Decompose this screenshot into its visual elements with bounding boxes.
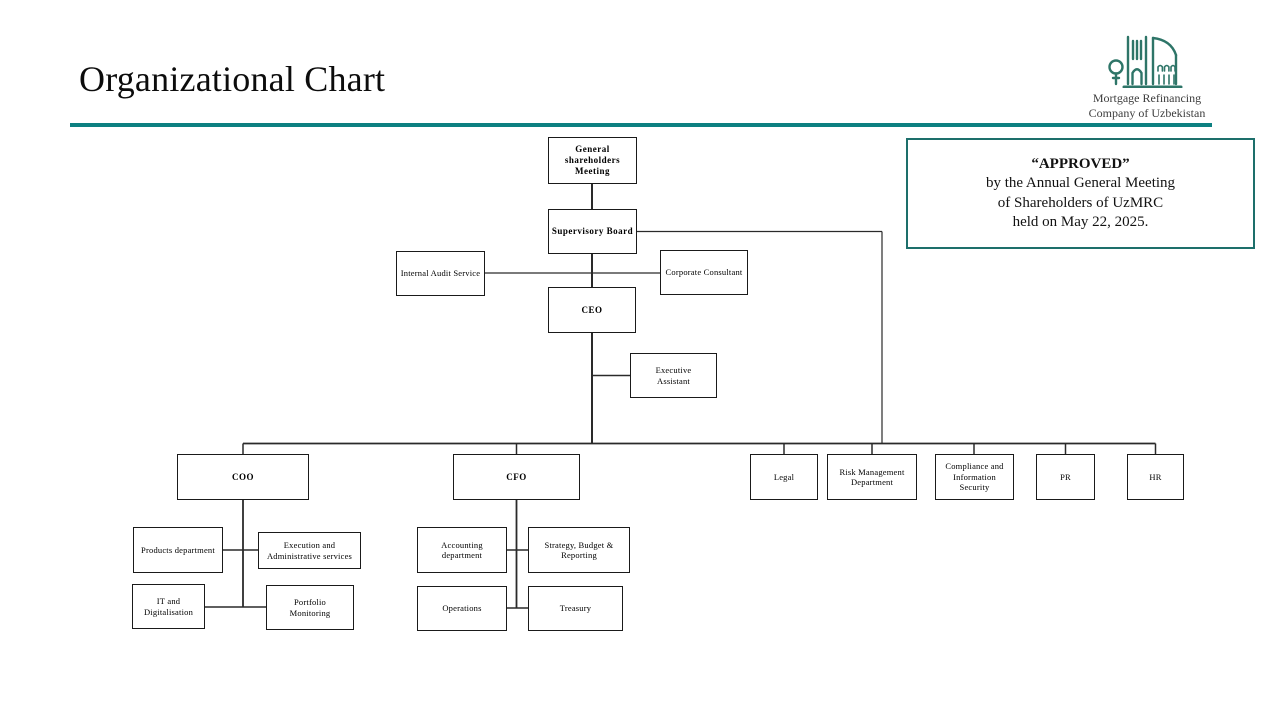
org-node-compliance-information-security: Compliance and Information Security — [935, 454, 1014, 500]
approval-note: “APPROVED” by the Annual General Meeting… — [906, 138, 1255, 249]
approval-title: “APPROVED” — [1031, 155, 1130, 172]
org-node-internal-audit-service: Internal Audit Service — [396, 251, 485, 296]
org-node-it-digitalisation: IT and Digitalisation — [132, 584, 205, 629]
org-node-legal: Legal — [750, 454, 818, 500]
page-title: Organizational Chart — [79, 59, 386, 99]
org-node-coo: COO — [177, 454, 309, 500]
org-node-operations: Operations — [417, 586, 507, 631]
org-node-strategy-budget-reporting: Strategy, Budget & Reporting — [528, 527, 630, 573]
org-node-supervisory-board: Supervisory Board — [548, 209, 637, 254]
org-node-cfo: CFO — [453, 454, 580, 500]
logo-text-line2: Company of Uzbekistan — [1088, 106, 1206, 120]
org-node-accounting-department: Accounting department — [417, 527, 507, 573]
logo-text-line1: Mortgage Refinancing — [1092, 91, 1202, 105]
company-logo: Mortgage Refinancing Company of Uzbekist… — [1083, 26, 1211, 121]
org-node-products-department: Products department — [133, 527, 223, 573]
connector-lines — [205, 184, 1157, 609]
org-node-treasury: Treasury — [528, 586, 623, 631]
approval-line: held on May 22, 2025. — [1012, 214, 1149, 230]
approval-line: of Shareholders of UzMRC — [997, 194, 1164, 211]
org-node-pr: PR — [1036, 454, 1095, 500]
approval-line: by the Annual General Meeting — [985, 175, 1176, 191]
org-node-corporate-consultant: Corporate Consultant — [660, 250, 748, 295]
org-node-executive-assistant: Executive Assistant — [630, 353, 717, 398]
org-node-portfolio-monitoring: Portfolio Monitoring — [266, 585, 354, 630]
org-node-hr: HR — [1127, 454, 1184, 500]
org-node-general-shareholders-meeting: General shareholders Meeting — [548, 137, 637, 184]
title-divider — [70, 123, 1212, 127]
org-node-ceo: CEO — [548, 287, 636, 333]
org-node-execution-admin-services: Execution and Administrative services — [258, 532, 361, 569]
org-node-risk-management: Risk Management Department — [827, 454, 917, 500]
company-logo-icon — [1108, 35, 1183, 88]
